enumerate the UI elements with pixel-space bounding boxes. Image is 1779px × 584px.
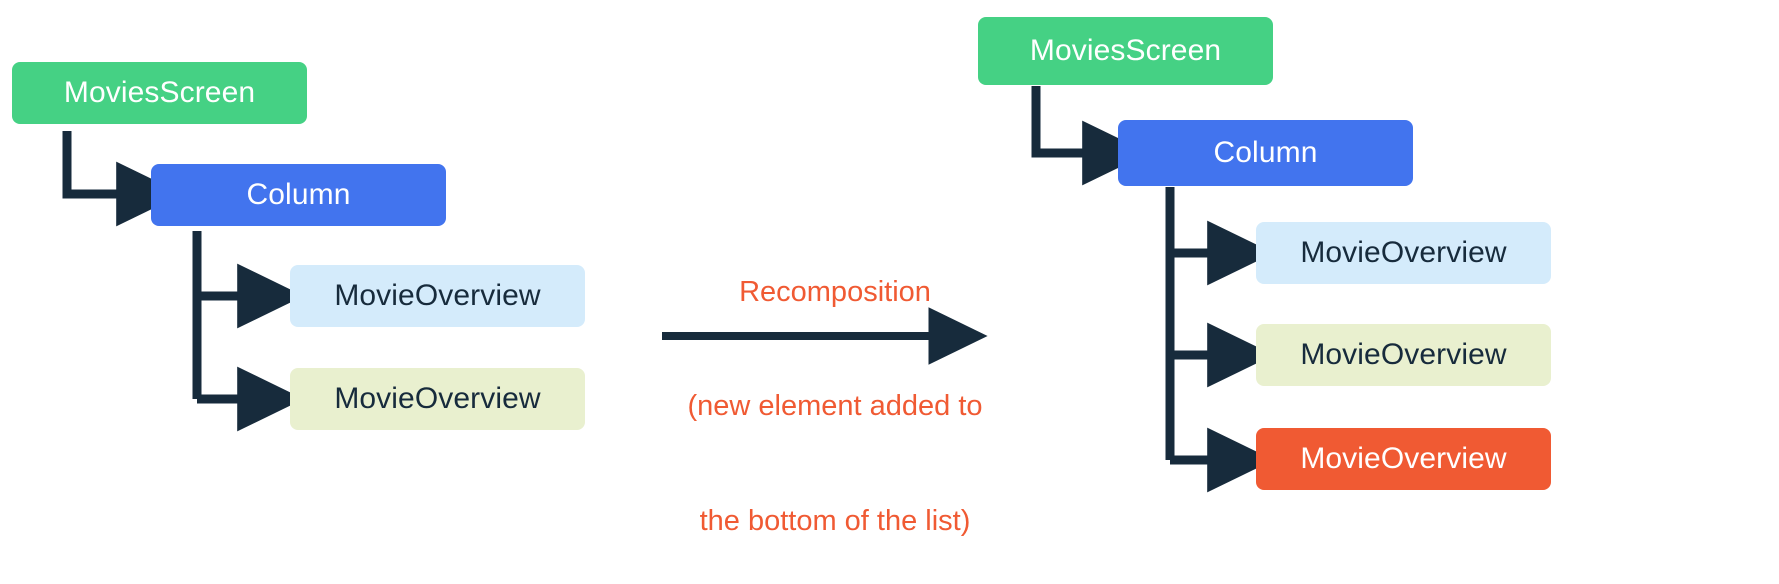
- before-node-movie-overview-1-label: MovieOverview: [334, 279, 541, 312]
- before-node-movies-screen[interactable]: MoviesScreen: [12, 62, 307, 124]
- after-node-movies-screen[interactable]: MoviesScreen: [978, 17, 1273, 85]
- after-node-column-label: Column: [1213, 136, 1318, 169]
- after-node-movie-overview-1[interactable]: MovieOverview: [1256, 222, 1551, 284]
- after-node-movie-overview-2[interactable]: MovieOverview: [1256, 324, 1551, 386]
- transition-caption: Recomposition (new element added to the …: [640, 196, 1030, 584]
- after-node-movie-overview-1-label: MovieOverview: [1300, 236, 1507, 269]
- before-node-column-label: Column: [246, 178, 351, 211]
- transition-caption-line-3: the bottom of the list): [699, 505, 971, 538]
- after-node-movies-screen-label: MoviesScreen: [1029, 34, 1222, 67]
- before-node-movie-overview-1[interactable]: MovieOverview: [290, 265, 585, 327]
- before-node-column[interactable]: Column: [151, 164, 446, 226]
- after-node-movie-overview-3-label: MovieOverview: [1300, 442, 1507, 475]
- after-node-movie-overview-3[interactable]: MovieOverview: [1256, 428, 1551, 490]
- transition-caption-line-2: (new element added to: [687, 390, 983, 423]
- after-node-column[interactable]: Column: [1118, 120, 1413, 186]
- after-node-movie-overview-2-label: MovieOverview: [1300, 338, 1507, 371]
- before-node-movie-overview-2-label: MovieOverview: [334, 382, 541, 415]
- before-node-movies-screen-label: MoviesScreen: [63, 76, 256, 109]
- before-node-movie-overview-2[interactable]: MovieOverview: [290, 368, 585, 430]
- transition-caption-line-1: Recomposition: [739, 275, 931, 308]
